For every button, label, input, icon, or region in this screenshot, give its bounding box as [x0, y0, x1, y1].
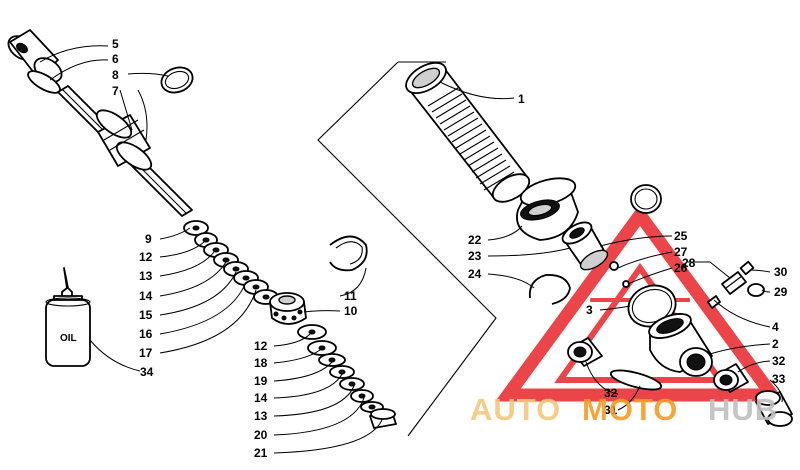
callout-2: 2	[772, 337, 779, 351]
callout-11: 11	[344, 289, 357, 303]
piston-ring-part	[329, 235, 368, 272]
callout-1: 1	[518, 92, 525, 106]
callout-12b: 12	[254, 339, 268, 353]
callout-18: 18	[254, 356, 268, 370]
callout-32b: 32	[772, 354, 786, 368]
callout-32a: 32	[604, 386, 618, 400]
cap-29	[747, 283, 765, 297]
callout-20: 20	[254, 428, 268, 442]
callout-30: 30	[774, 265, 788, 279]
callout-22: 22	[468, 233, 482, 247]
callout-23: 23	[468, 249, 482, 263]
callout-5: 5	[112, 37, 119, 51]
leader-lines	[39, 45, 783, 454]
callout-34: 34	[140, 365, 154, 379]
bushing-32-right	[713, 363, 749, 393]
bottom-eye-part	[648, 313, 713, 377]
shim-stack-left	[183, 220, 279, 305]
callout-16: 16	[139, 327, 153, 341]
callout-33: 33	[772, 372, 786, 386]
callout-21: 21	[254, 446, 268, 460]
callout-8: 8	[112, 68, 119, 82]
watermark-hub: HUB	[708, 392, 778, 427]
callout-numbers: 5 6 8 7 1 9 12 13 14 15 16 17 34 11 10 1…	[112, 37, 788, 460]
callout-3: 3	[586, 303, 593, 317]
callout-19: 19	[254, 374, 268, 388]
watermark-auto: AUTO	[470, 392, 561, 427]
valve-28	[707, 260, 755, 309]
oil-bottle-icon	[45, 267, 91, 367]
sleeve-33	[755, 390, 793, 427]
callout-29: 29	[774, 285, 788, 299]
callout-13a: 13	[139, 269, 153, 283]
oil-bottle-label: OIL	[60, 333, 77, 344]
callout-15: 15	[139, 308, 153, 322]
callout-12a: 12	[139, 250, 153, 264]
bushing-32-left	[567, 337, 603, 367]
callout-17: 17	[139, 346, 153, 360]
callout-24: 24	[468, 267, 482, 281]
callout-6: 6	[112, 52, 119, 66]
o-ring-part	[160, 66, 194, 94]
callout-26: 26	[674, 261, 688, 275]
callout-31: 31	[604, 403, 618, 417]
callout-14b: 14	[254, 391, 268, 405]
callout-7: 7	[112, 84, 119, 98]
callout-28: 28	[682, 256, 696, 270]
shim-stack-lower	[297, 324, 397, 429]
shock-shaft-assembly	[7, 29, 193, 217]
bushing-part	[561, 221, 609, 271]
watermark-moto: MOTO	[582, 392, 678, 427]
callout-10: 10	[344, 304, 358, 318]
pin-31	[609, 369, 663, 391]
retaining-ring-part	[528, 274, 571, 305]
assembly-bracket	[317, 61, 497, 437]
watermark-text: AUTO MOTO HUB	[470, 392, 778, 427]
callout-27: 27	[674, 245, 688, 259]
callout-13b: 13	[254, 409, 268, 423]
shock-body-part	[405, 61, 531, 203]
callout-9: 9	[145, 232, 152, 246]
callout-25: 25	[674, 229, 688, 243]
small-oring-27	[609, 261, 619, 271]
callout-14a: 14	[139, 289, 153, 303]
callout-4: 4	[772, 320, 779, 334]
piston-part	[269, 292, 307, 325]
